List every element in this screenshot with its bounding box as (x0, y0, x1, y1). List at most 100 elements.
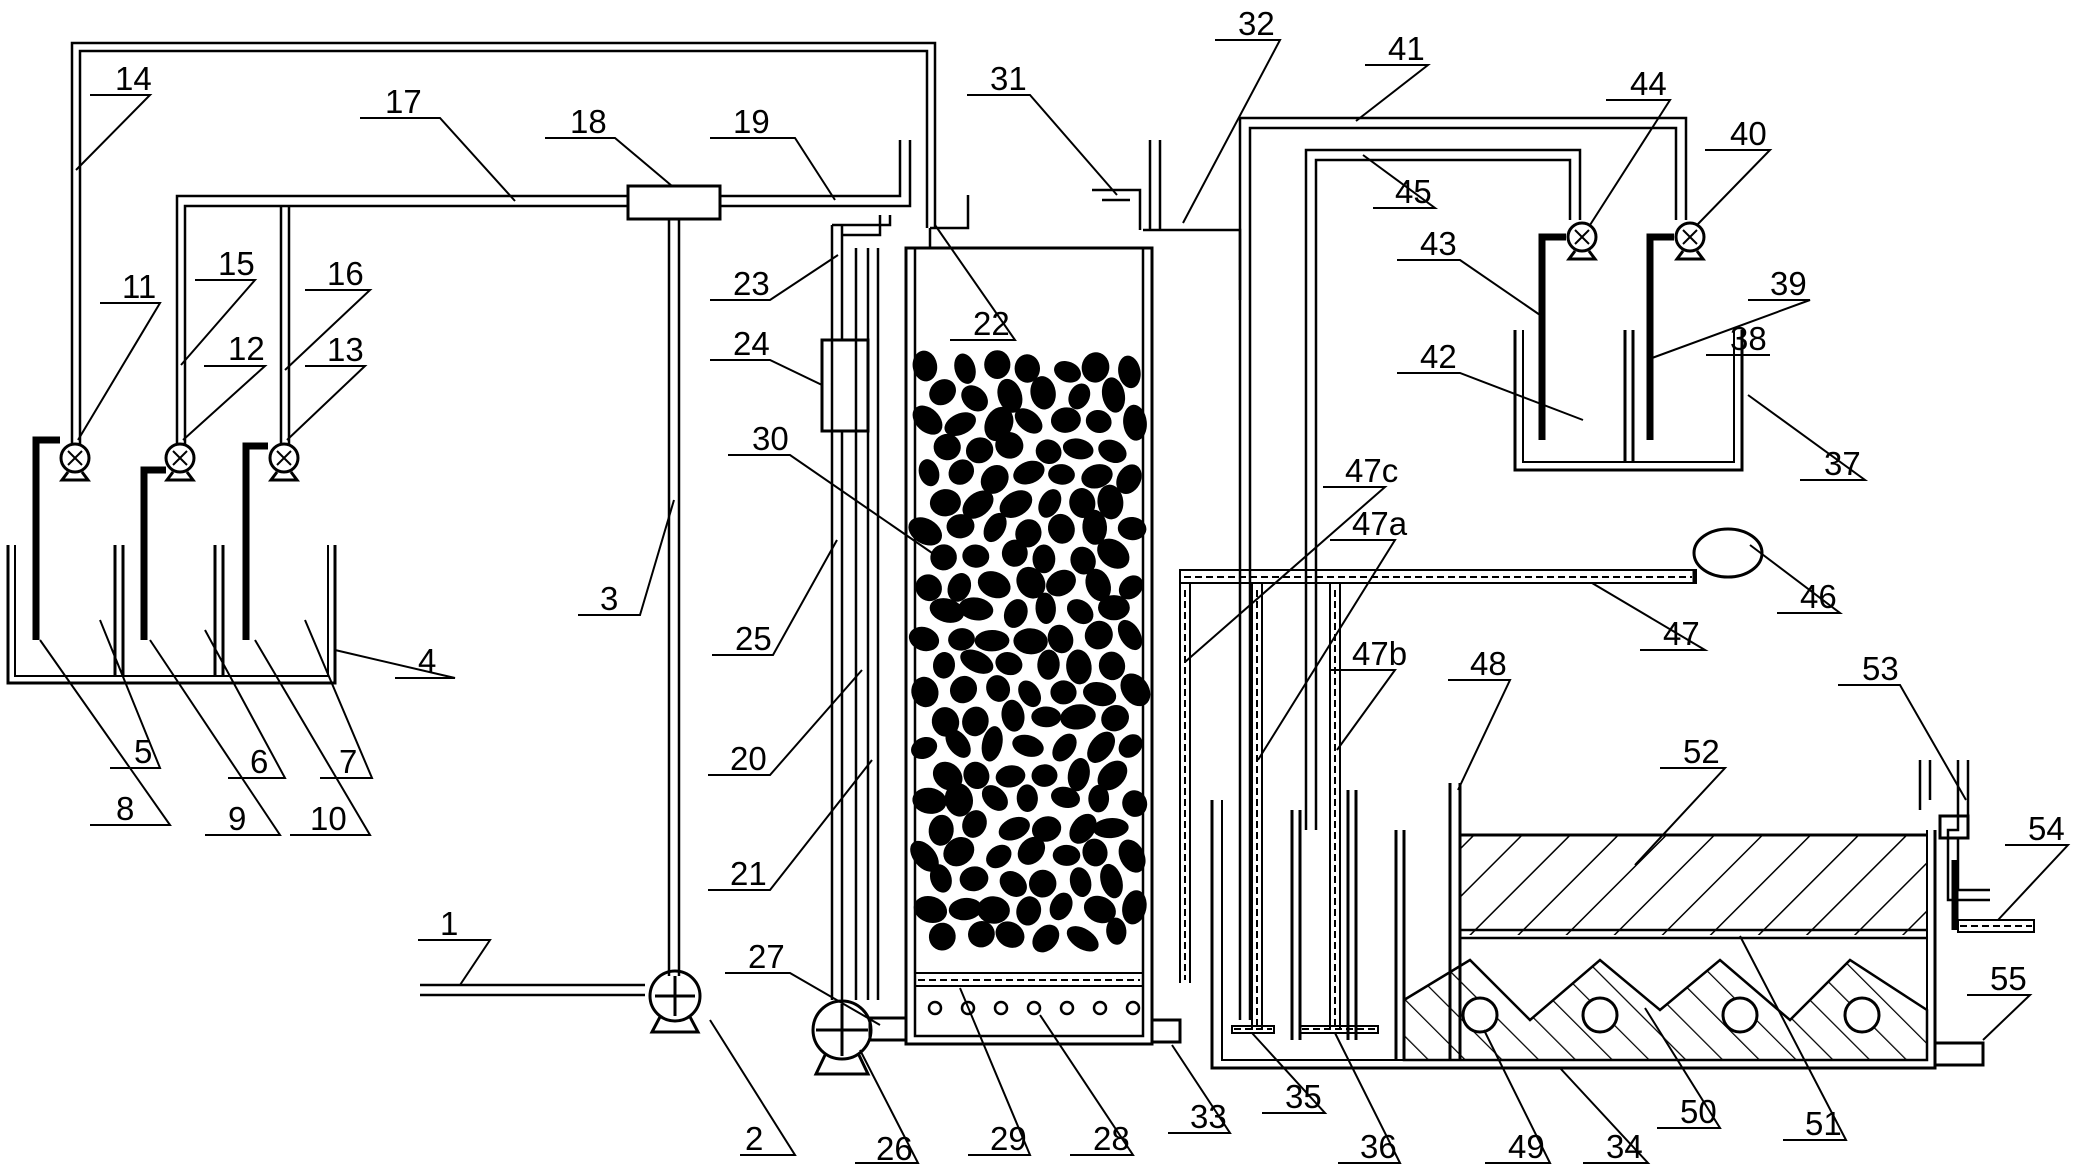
leader-line (1838, 684, 1967, 801)
media-pebble (932, 652, 956, 679)
flowmeter-24 (820, 338, 870, 433)
label-39: 39 (1770, 265, 1807, 302)
media-pebble (1066, 599, 1094, 625)
dosing-pump-13 (268, 442, 300, 482)
leader-line (1644, 1007, 1722, 1129)
leader-line (284, 289, 373, 371)
dosing-pump-11 (59, 442, 91, 482)
media-pebble (1035, 439, 1062, 464)
label-26: 26 (876, 1130, 913, 1167)
media-pebble (1069, 867, 1092, 898)
media-pebble (932, 761, 963, 791)
media-pebble (1097, 538, 1130, 569)
media-pebble (954, 353, 976, 384)
media-pebble (1032, 924, 1060, 953)
label-37: 37 (1824, 445, 1861, 482)
media-pebble (912, 405, 943, 435)
diffuser-orifice (1092, 1000, 1108, 1016)
label-49: 49 (1508, 1128, 1545, 1165)
label-31: 31 (990, 60, 1027, 97)
leader-line (99, 619, 162, 769)
air-pipe-47 (1179, 569, 1697, 1030)
media-pebble (1016, 566, 1046, 599)
leader-line (1651, 299, 1811, 359)
leader-line (182, 365, 268, 441)
media-pebble (944, 782, 974, 817)
leader-line (286, 365, 368, 441)
media-pebble (1031, 764, 1058, 787)
label-46: 46 (1800, 578, 1837, 615)
leader-line (1634, 767, 1728, 866)
dosing-pump-12 (164, 442, 196, 482)
label-2: 2 (745, 1120, 763, 1157)
media-pebble (1087, 731, 1116, 763)
media-pebble (1118, 355, 1141, 389)
leader-line (1355, 64, 1431, 122)
media-pebble (929, 864, 952, 893)
media-pebble (999, 871, 1027, 897)
media-pebble (929, 489, 961, 517)
media-pebble (912, 350, 938, 382)
media-pebble (1069, 813, 1097, 844)
distribution-pipe (1721, 996, 1759, 1034)
media-pebble (948, 628, 975, 651)
media-pebble (933, 433, 961, 461)
media-pebble (1068, 383, 1091, 410)
label-17: 17 (385, 83, 422, 120)
label-13: 13 (327, 331, 364, 368)
media-pebble (946, 514, 975, 539)
label-41: 41 (1388, 30, 1425, 67)
media-pebble (1062, 438, 1094, 460)
leader-line (725, 972, 881, 1026)
leader-line (75, 94, 153, 171)
drain-outlet-55 (1933, 1041, 1985, 1067)
label-24: 24 (733, 325, 770, 362)
media-pebble (1118, 839, 1146, 873)
pipe-22 (928, 195, 970, 248)
leader-line (1747, 394, 1869, 481)
distribution-pipe (1843, 996, 1881, 1034)
media-pebble (1001, 539, 1028, 567)
leader-line (855, 1049, 920, 1164)
diffuser-orifice (1026, 1000, 1042, 1016)
label-15: 15 (218, 245, 255, 282)
raw-water-pipe-1 (420, 983, 645, 997)
leader-line (1967, 994, 2033, 1041)
media-pebble (984, 350, 1011, 379)
media-pebble (1118, 734, 1143, 758)
media-pebble (1031, 706, 1062, 728)
media-pebble (1106, 917, 1127, 945)
callout-labels: 1 2 3 4 5 6 7 8 9 10 11 12 13 14 15 16 1… (115, 5, 2065, 1167)
dosing-pipe-17 (175, 194, 628, 444)
label-8: 8 (116, 790, 134, 827)
media-pebble (1028, 869, 1057, 898)
label-35: 35 (1285, 1078, 1322, 1115)
leader-line (1696, 149, 1773, 226)
label-19: 19 (733, 103, 770, 140)
media-pebble (949, 675, 978, 704)
media-pebble (945, 729, 971, 758)
media-pebble (995, 921, 1025, 948)
media-pebble (1050, 786, 1081, 809)
media-pebble (981, 726, 1003, 762)
media-pebble (928, 922, 956, 951)
label-21: 21 (730, 855, 767, 892)
tank-37 (1513, 330, 1744, 472)
media-pebble (1037, 649, 1060, 680)
label-44: 44 (1630, 65, 1667, 102)
leader-line (1483, 1029, 1552, 1164)
label-33: 33 (1190, 1098, 1227, 1135)
media-pebble (1120, 673, 1151, 707)
leader-line (1257, 539, 1397, 761)
media-pebble (1052, 733, 1077, 762)
label-12: 12 (228, 330, 265, 367)
media-pebble (995, 765, 1026, 788)
media-pebble (1046, 569, 1076, 597)
leader-line (578, 499, 675, 616)
media-pebble (1054, 361, 1081, 383)
media-pebble (977, 571, 1011, 599)
media-pebble (998, 816, 1030, 841)
label-36: 36 (1360, 1128, 1397, 1165)
media-pebble (1082, 681, 1117, 707)
leader-line (1251, 1032, 1328, 1114)
